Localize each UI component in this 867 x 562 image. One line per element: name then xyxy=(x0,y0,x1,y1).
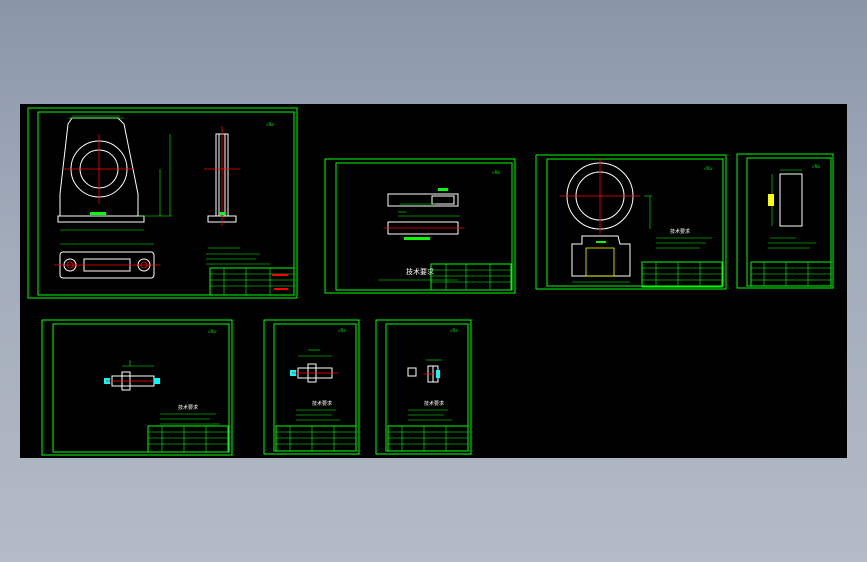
sheet-2-title-block xyxy=(430,263,512,291)
sheet-2-border xyxy=(335,162,513,291)
sheet-5-border xyxy=(52,323,230,453)
sheet-1-border xyxy=(37,111,295,296)
sheet-1[interactable]: √Ra xyxy=(27,107,298,299)
sheet-5-notes: 技术要求 xyxy=(160,404,220,425)
sheet-6-frame xyxy=(263,319,360,455)
cad-drawing: .g { stroke:#00ff00; fill:none; stroke-w… xyxy=(27,107,834,456)
sheet-1-front-view xyxy=(57,115,172,231)
sheet-4-notes xyxy=(768,237,816,249)
sheet-5-pin-view xyxy=(104,360,160,391)
sheet-1-notes xyxy=(206,247,270,265)
svg-text:√Ra: √Ra xyxy=(338,328,346,333)
sheet-3-title-block xyxy=(641,261,723,288)
sheet-6-notes: 技术要求 xyxy=(296,400,340,421)
sheet-7-frame xyxy=(375,319,472,455)
sheet-4-plate-view xyxy=(768,169,803,227)
sheet-3-section-view xyxy=(571,235,631,283)
sheet-2-frame xyxy=(324,158,516,294)
sheet-1-title-block xyxy=(209,267,295,296)
svg-text:√Ra: √Ra xyxy=(812,164,820,169)
sheet-6-pin-view xyxy=(290,349,338,383)
sheet-7-title-block xyxy=(387,425,469,452)
sheet-5[interactable]: √Ra 技术要求 xyxy=(41,319,233,456)
sheet-3-frame xyxy=(535,154,727,290)
sheet-4-title-block xyxy=(750,261,832,287)
sheet-4[interactable]: √Ra xyxy=(736,153,834,289)
svg-text:√Ra: √Ra xyxy=(208,329,216,334)
sheet-6-notes-heading: 技术要求 xyxy=(312,400,332,407)
sheet-5-frame xyxy=(41,319,233,456)
sheet-4-frame xyxy=(736,153,834,289)
sheet-1-roughness: √Ra xyxy=(266,122,274,127)
sheet-4-border xyxy=(746,157,832,287)
sheet-3-notes-heading: 技术要求 xyxy=(670,228,690,235)
sheet-3-border xyxy=(546,158,724,287)
sheet-1-frame xyxy=(27,107,298,299)
sheet-1-side-view xyxy=(204,126,240,226)
sheet-3[interactable]: √Ra 技术要求 xyxy=(535,154,727,290)
sheet-5-title-block xyxy=(147,425,229,453)
sheet-2-shaft-view xyxy=(384,188,464,240)
sheet-5-notes-heading: 技术要求 xyxy=(178,404,198,411)
svg-text:√Ra: √Ra xyxy=(492,170,500,175)
sheet-7-part-view xyxy=(407,359,442,383)
sheet-2[interactable]: √Ra 技术要求 xyxy=(324,158,516,294)
sheet-2-notes-heading: 技术要求 xyxy=(406,267,434,276)
sheet-7[interactable]: √Ra 技术要求 xyxy=(375,319,472,455)
sheet-1-top-view xyxy=(54,243,160,279)
svg-text:√Ra: √Ra xyxy=(704,166,712,171)
svg-text:√Ra: √Ra xyxy=(450,328,458,333)
drawing-canvas[interactable]: .g { stroke:#00ff00; fill:none; stroke-w… xyxy=(20,104,847,458)
sheet-6[interactable]: √Ra 技术要求 xyxy=(263,319,360,455)
sheet-7-notes: 技术要求 xyxy=(408,400,452,421)
sheet-3-notes: 技术要求 xyxy=(656,228,712,249)
sheet-7-notes-heading: 技术要求 xyxy=(424,400,444,407)
sheet-6-title-block xyxy=(275,425,357,452)
sheet-3-ring-view xyxy=(560,158,652,234)
